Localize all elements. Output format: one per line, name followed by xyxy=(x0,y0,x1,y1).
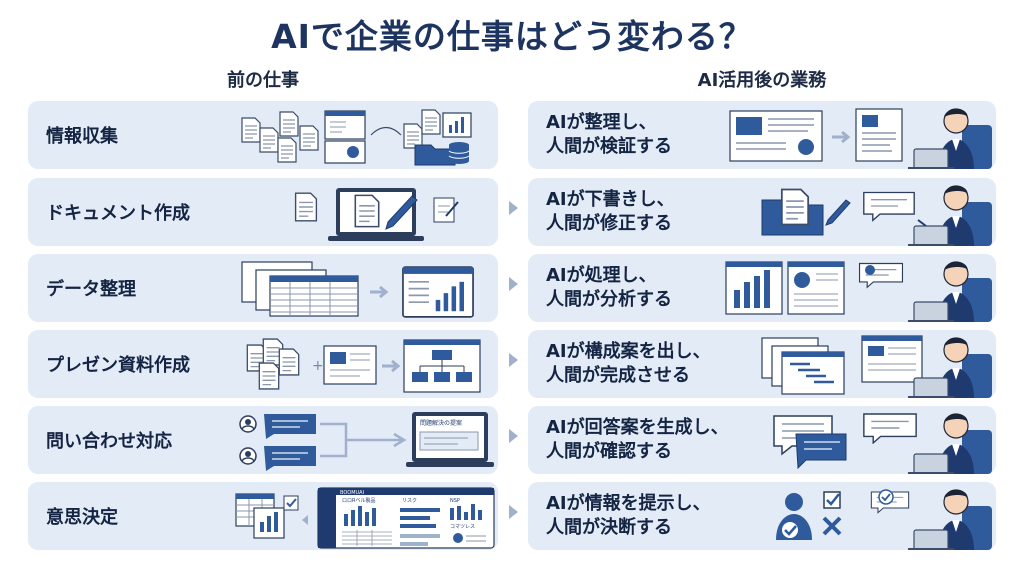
before-task-label: 意思決定 xyxy=(46,507,118,528)
before-row-decision: 意思決定 BOOMUAI ロロRベル製品 リスク NSP コマツレス xyxy=(28,482,498,550)
svg-text:+: + xyxy=(312,358,324,374)
documents-to-folder-illustration xyxy=(233,105,493,167)
draft-edit-illustration xyxy=(758,180,994,246)
after-row-info-gathering: AIが整理し、人間が検証する xyxy=(528,101,996,169)
dashboard-panel-label: リスク xyxy=(402,498,417,504)
dashboard-panel-label: NSP xyxy=(450,498,460,504)
before-task-label: ドキュメント作成 xyxy=(46,203,190,224)
after-row-data-organization: AIが処理し、人間が分析する xyxy=(528,254,996,322)
before-task-label: プレゼン資料作成 xyxy=(46,355,190,376)
after-text: AIが回答案を生成し、人間が確認する xyxy=(546,417,729,462)
after-row-presentation: AIが構成案を出し、人間が完成させる xyxy=(528,330,996,398)
before-task-label: 問い合わせ対応 xyxy=(46,431,172,452)
arrow-right-icon xyxy=(503,426,523,446)
reports-to-dashboard-illustration: BOOMUAI ロロRベル製品 リスク NSP コマツレス xyxy=(232,484,496,550)
decision-illustration xyxy=(762,484,994,550)
after-row-decision: AIが情報を提示し、人間が決断する xyxy=(528,482,996,550)
spreadsheets-to-chart-illustration xyxy=(238,258,488,320)
before-row-info-gathering: 情報収集 xyxy=(28,101,498,169)
dashboard-panel-label: コマツレス xyxy=(450,524,475,530)
after-text: AIが情報を提示し、人間が決断する xyxy=(546,493,711,538)
dashboard-panel-label: ロロRベル製品 xyxy=(342,497,375,504)
arrow-right-icon xyxy=(503,198,523,218)
dashboard-brand: BOOMUAI xyxy=(340,490,364,496)
before-row-inquiry: 問い合わせ対応 問題解決の提案 xyxy=(28,406,498,474)
after-text: AIが整理し、人間が検証する xyxy=(546,112,672,157)
slides-finalize-illustration xyxy=(758,332,994,398)
inquiry-window-title: 問題解決の提案 xyxy=(420,419,462,427)
data-analysis-illustration xyxy=(724,256,994,322)
arrow-right-icon xyxy=(503,274,523,294)
after-text: AIが構成案を出し、人間が完成させる xyxy=(546,341,711,386)
reply-check-illustration xyxy=(768,408,994,474)
page-title: AIで企業の仕事はどう変わる？ xyxy=(271,17,753,56)
after-row-document-creation: AIが下書きし、人間が修正する xyxy=(528,178,996,246)
column-header-before: 前の仕事 xyxy=(227,70,299,91)
before-row-document-creation: ドキュメント作成 xyxy=(28,178,498,246)
chat-to-screen-illustration: 問題解決の提案 xyxy=(234,408,494,472)
before-row-data-organization: データ整理 xyxy=(28,254,498,322)
arrow-right-icon xyxy=(503,502,523,522)
after-text: AIが処理し、人間が分析する xyxy=(546,265,672,310)
arrow-right-icon xyxy=(503,350,523,370)
before-task-label: 情報収集 xyxy=(46,126,118,147)
after-row-inquiry: AIが回答案を生成し、人間が確認する xyxy=(528,406,996,474)
laptop-writing-illustration xyxy=(288,182,468,244)
before-task-label: データ整理 xyxy=(46,279,136,300)
before-row-presentation: プレゼン資料作成 + xyxy=(28,330,498,398)
after-text: AIが下書きし、人間が修正する xyxy=(546,189,675,234)
docs-to-slides-illustration: + xyxy=(242,334,492,396)
column-header-after: AI活用後の業務 xyxy=(697,70,827,91)
report-review-illustration xyxy=(728,103,994,169)
